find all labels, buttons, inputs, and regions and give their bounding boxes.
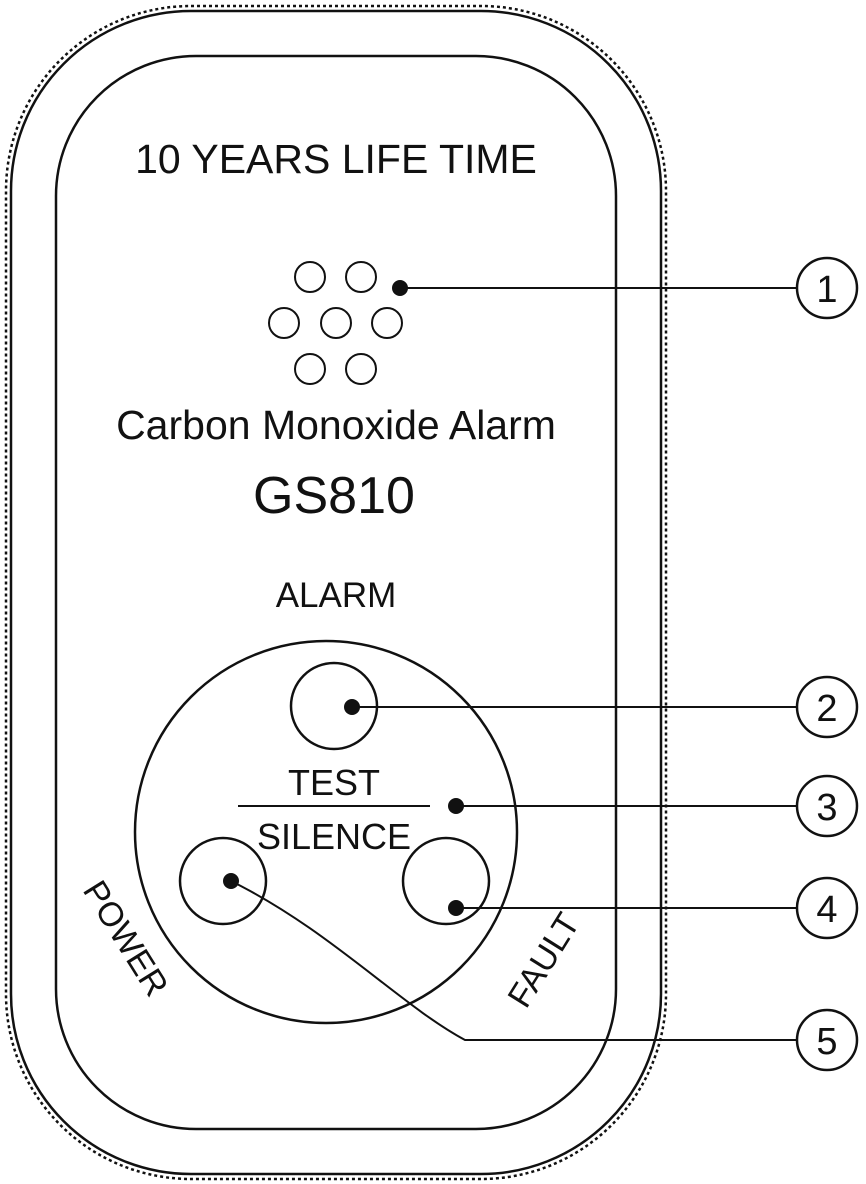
alarm-label: ALARM: [276, 576, 397, 615]
callout-number: 1: [816, 269, 837, 311]
callout-circle: [795, 675, 859, 739]
sounder-hole: [345, 261, 377, 293]
power-led: [178, 836, 268, 926]
housing-outer: [9, 9, 663, 1176]
sounder-hole: [294, 353, 326, 385]
callout-3: 3: [795, 774, 859, 838]
callout-number: 3: [816, 787, 837, 829]
callout-leaders: [223, 280, 797, 1041]
callout-4: 4: [795, 876, 859, 940]
model-number: GS810: [253, 467, 415, 525]
callout-2: 2: [795, 675, 859, 739]
callout-number: 4: [816, 889, 837, 931]
face-panel: [54, 54, 618, 1131]
power-label: POWER: [75, 874, 175, 1003]
sounder-hole: [294, 261, 326, 293]
sounder-hole: [345, 353, 377, 385]
lifetime-text: 10 YEARS LIFE TIME: [135, 136, 537, 182]
callout-circle: [795, 256, 859, 320]
sounder-holes: [268, 261, 403, 385]
sounder-hole: [268, 307, 300, 339]
fault-label: FAULT: [501, 907, 588, 1015]
fault-led: [401, 836, 491, 926]
leader-line: [230, 880, 797, 1041]
callout-number: 2: [816, 688, 837, 730]
sounder-hole: [371, 307, 403, 339]
test-label: TEST: [288, 762, 380, 803]
sounder-hole: [320, 307, 352, 339]
housing-outer-edge: [4, 4, 668, 1181]
product-name: Carbon Monoxide Alarm: [116, 402, 556, 448]
silence-label: SILENCE: [257, 816, 411, 857]
callout-circle: [795, 774, 859, 838]
callout-1: 1: [795, 256, 859, 320]
test-silence-button[interactable]: [133, 639, 519, 1025]
callout-circle: [795, 1008, 859, 1072]
callout-circle: [795, 876, 859, 940]
callout-number: 5: [816, 1021, 837, 1063]
callout-5: 5: [795, 1008, 859, 1072]
